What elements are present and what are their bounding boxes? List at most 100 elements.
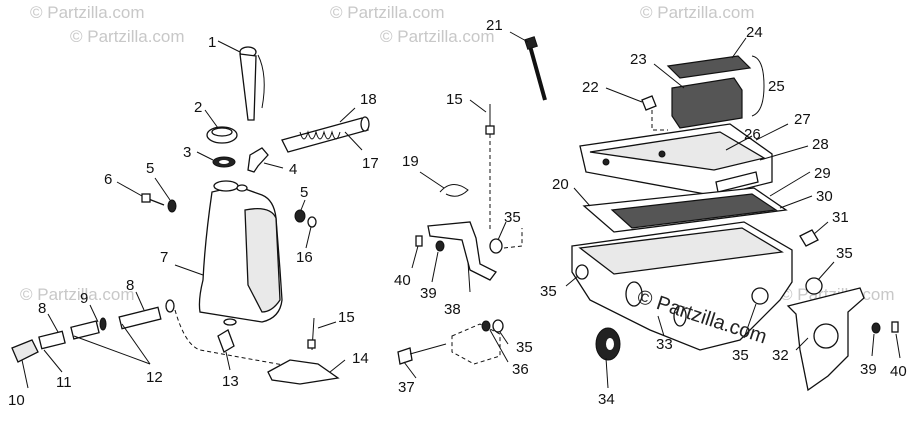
bolt-head-shape <box>397 347 413 365</box>
filter-body-shape <box>671 77 743 129</box>
leader-line <box>657 315 665 337</box>
part-screw-right <box>871 321 901 359</box>
part-clip <box>419 171 469 197</box>
base-port-shape <box>673 305 687 327</box>
elbow-shape <box>247 147 269 173</box>
part-filter-screen <box>573 171 813 233</box>
leader-line <box>419 171 445 189</box>
neck-tube-shape <box>239 53 257 121</box>
tank-neck-shape <box>213 180 239 192</box>
callout-11: 11 <box>56 374 72 391</box>
leader-line <box>565 275 579 287</box>
washer-shape <box>167 199 177 213</box>
hose-end-shape <box>360 116 370 132</box>
callout-15: 15 <box>338 309 355 326</box>
callout-32: 32 <box>772 347 789 364</box>
callout-35: 35 <box>516 339 533 356</box>
part-air-filter-element <box>653 37 765 129</box>
leader-line <box>329 359 346 373</box>
filter-top-shape <box>666 55 752 79</box>
callout-37: 37 <box>398 379 415 396</box>
part-drain-fitting <box>217 329 235 371</box>
callout-16: 16 <box>296 249 313 266</box>
bracket-brace-shape <box>751 55 765 117</box>
callout-39: 39 <box>860 361 877 378</box>
hose-end-shape <box>165 299 175 313</box>
leader-line <box>467 261 471 293</box>
leader-line <box>317 321 337 329</box>
watermark: © Partzilla.com <box>20 285 135 304</box>
callout-40: 40 <box>394 272 411 289</box>
part-grommet-base <box>565 261 835 339</box>
bolt-shape <box>409 343 447 355</box>
leader-line <box>895 333 901 359</box>
leader-line <box>731 37 747 59</box>
grommet-shape <box>799 229 819 247</box>
base-rim-shape <box>578 227 784 275</box>
tank-drain-shape <box>223 318 237 326</box>
leader-line <box>47 313 59 333</box>
callout-14: 14 <box>352 350 369 367</box>
leader-line <box>174 264 204 276</box>
part-mount-lower <box>397 319 509 379</box>
part-elbow-fitting <box>247 147 284 173</box>
callout-9: 9 <box>80 290 88 307</box>
callout-8: 8 <box>38 300 46 317</box>
callout-21: 21 <box>486 17 503 34</box>
callout-30: 30 <box>816 188 833 205</box>
lid-label-shape <box>715 171 759 193</box>
part-grommet-middle <box>489 221 523 254</box>
leader-line <box>217 40 241 53</box>
fitting-shape <box>217 329 235 353</box>
callout-34: 34 <box>598 391 615 408</box>
lid-top-shape <box>589 131 766 171</box>
callout-39: 39 <box>420 285 437 302</box>
callout-36: 36 <box>512 361 529 378</box>
bolt-head-shape <box>524 36 538 50</box>
washer-shape <box>294 209 306 223</box>
fitting-shape <box>641 95 657 111</box>
leader-line <box>743 303 757 339</box>
callout-4: 4 <box>289 161 297 178</box>
hose-segment-shape <box>118 306 162 330</box>
leader-line <box>759 145 809 161</box>
leader-line <box>225 351 231 371</box>
callout-8: 8 <box>126 277 134 294</box>
callout-10: 10 <box>8 392 25 409</box>
leader-line <box>871 333 875 357</box>
leader-line <box>509 31 529 43</box>
part-small-fitting <box>605 87 668 131</box>
washer-shape <box>435 240 445 252</box>
part-bracket-lower <box>267 317 346 385</box>
callout-17: 17 <box>362 155 379 172</box>
leader-line <box>489 329 509 363</box>
part-screw-left <box>411 235 445 283</box>
callout-12: 12 <box>146 369 163 386</box>
leader-line <box>411 245 419 269</box>
bolt-head-shape <box>307 339 316 349</box>
part-hose <box>281 107 370 153</box>
callout-35: 35 <box>504 209 521 226</box>
part-long-bolt <box>509 31 547 101</box>
part-cap <box>204 109 238 144</box>
callout-7: 7 <box>160 249 168 266</box>
callout-6: 6 <box>104 171 112 188</box>
clip-shape <box>439 184 469 197</box>
gasket-hole-shape <box>219 160 229 164</box>
callout-3: 3 <box>183 144 191 161</box>
routing-line <box>503 228 523 249</box>
callout-29: 29 <box>814 165 831 182</box>
grommet-shape <box>751 287 769 305</box>
leader-line <box>755 123 789 141</box>
callout-35: 35 <box>836 245 853 262</box>
leader-line <box>497 221 507 241</box>
routing-line <box>651 110 668 131</box>
leader-line <box>817 261 835 281</box>
leader-line <box>769 171 811 197</box>
bolt-shape <box>528 45 547 101</box>
leader-line <box>204 109 219 129</box>
leader-line <box>300 199 306 211</box>
callout-38: 38 <box>444 301 461 318</box>
part-gasket <box>196 151 236 168</box>
